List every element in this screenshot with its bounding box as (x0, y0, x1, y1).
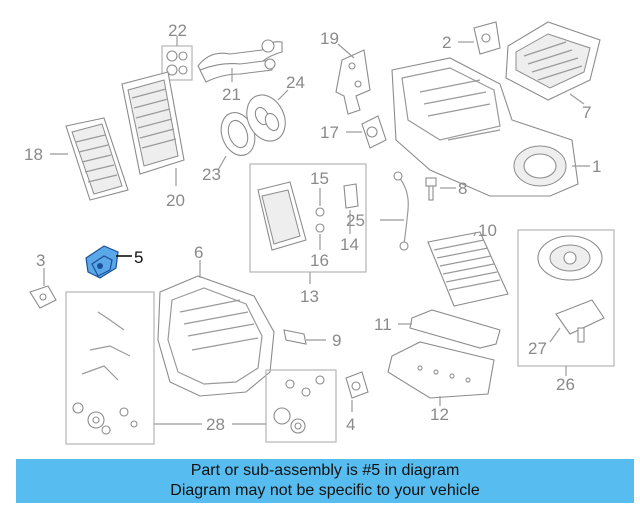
info-banner: Part or sub-assembly is #5 in diagram Di… (16, 459, 634, 503)
callout-9: 9 (332, 331, 341, 350)
part-6 (157, 260, 275, 397)
part-12 (387, 341, 495, 406)
callout-28: 28 (206, 415, 225, 434)
callout-1: 1 (592, 157, 601, 176)
callout-21: 21 (222, 85, 241, 104)
callout-6: 6 (194, 243, 203, 262)
part-13-group (249, 163, 367, 284)
part-20 (121, 71, 185, 186)
callout-4: 4 (346, 415, 355, 434)
callout-13: 13 (300, 287, 319, 306)
callout-23: 23 (202, 165, 221, 184)
parts-diagram: 22 21 20 18 23 (24, 21, 615, 445)
part-5-highlighted (85, 245, 132, 279)
callout-15: 15 (310, 169, 329, 188)
callout-25: 25 (346, 211, 365, 230)
callout-8: 8 (458, 179, 467, 198)
part-3 (29, 268, 57, 309)
callout-7: 7 (582, 103, 591, 122)
callout-20: 20 (166, 191, 185, 210)
part-10 (427, 231, 509, 307)
part-7 (505, 21, 601, 105)
part-26-group (517, 229, 615, 376)
part-11 (398, 309, 501, 349)
banner-line-1: Part or sub-assembly is #5 in diagram (190, 462, 460, 479)
callout-2: 2 (442, 33, 451, 52)
callout-22: 22 (168, 21, 187, 40)
callout-11: 11 (374, 315, 392, 334)
callout-26: 26 (556, 375, 575, 394)
part-24 (246, 89, 289, 142)
callout-24: 24 (286, 73, 305, 92)
part-22 (161, 36, 193, 81)
part-18 (50, 117, 129, 201)
callout-16: 16 (310, 251, 329, 270)
callout-18: 18 (24, 145, 43, 164)
callout-3: 3 (36, 251, 45, 270)
part-2 (458, 21, 501, 55)
part-9 (283, 329, 326, 345)
part-17 (346, 115, 387, 149)
part-4 (345, 371, 369, 412)
callout-27: 27 (528, 339, 547, 358)
callout-12: 12 (430, 405, 449, 424)
banner-line-2: Diagram may not be specific to your vehi… (170, 482, 480, 499)
part-19 (335, 43, 371, 115)
part-25 (380, 171, 409, 251)
part-1 (391, 57, 590, 197)
callout-14: 14 (340, 235, 359, 254)
part-21 (197, 39, 283, 83)
part-28-group (65, 291, 337, 445)
callout-10: 10 (478, 221, 497, 240)
callout-17: 17 (320, 123, 339, 142)
callout-19: 19 (320, 29, 339, 48)
callout-5: 5 (134, 248, 143, 267)
part-8 (425, 177, 456, 201)
